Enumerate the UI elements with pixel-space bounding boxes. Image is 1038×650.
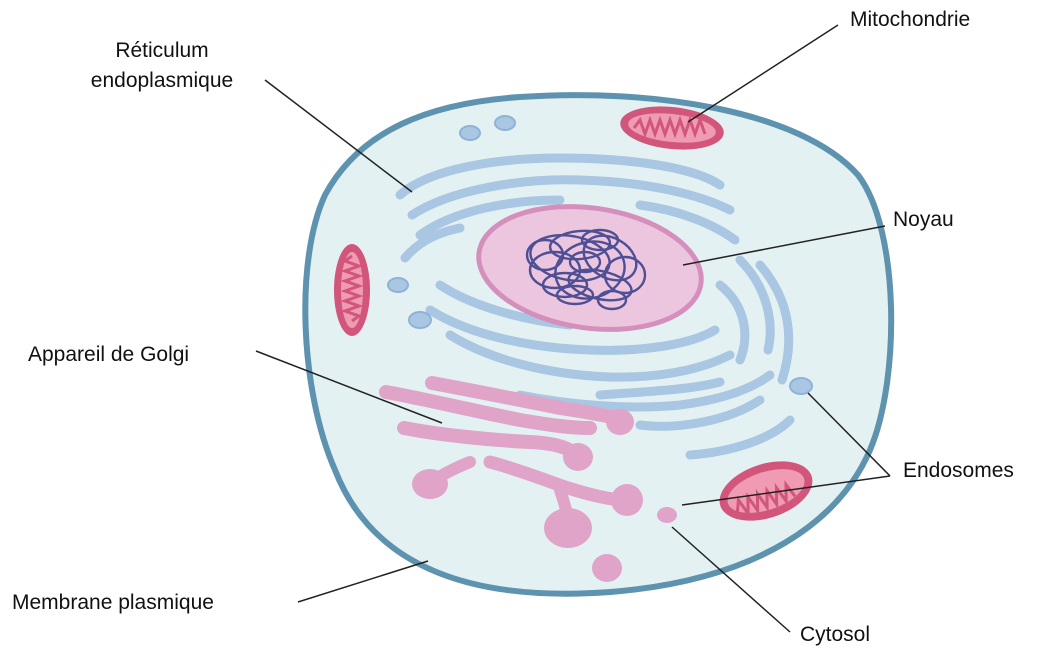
label-reticulum-line1: Réticulum [62, 36, 262, 66]
label-noyau: Noyau [893, 205, 954, 235]
label-endosomes: Endosomes [903, 456, 1014, 486]
label-reticulum-endoplasmique: Réticulum endoplasmique [62, 36, 262, 96]
plasma-membrane [305, 95, 891, 594]
leader-mitochondrie [688, 25, 838, 122]
mitochondrion-left [334, 244, 370, 336]
leader-membrane [298, 561, 428, 602]
label-mitochondrie: Mitochondrie [850, 5, 970, 35]
label-membrane-plasmique: Membrane plasmique [12, 588, 214, 618]
label-reticulum-line2: endoplasmique [62, 66, 262, 96]
label-appareil-de-golgi: Appareil de Golgi [28, 340, 189, 370]
label-cytosol: Cytosol [800, 620, 870, 650]
